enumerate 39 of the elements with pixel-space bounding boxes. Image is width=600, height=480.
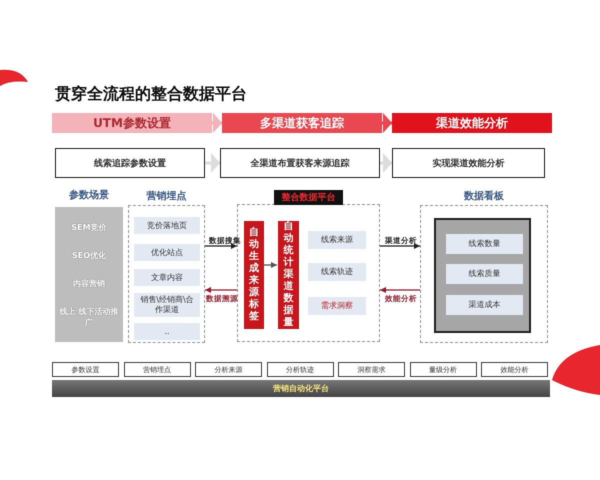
item-box: .. <box>134 323 200 340</box>
arrow <box>380 243 420 249</box>
item-box: 竞价落地页 <box>134 217 200 234</box>
dashboard-panel <box>434 218 531 333</box>
arrow <box>382 113 392 133</box>
step-box: 线索追踪参数设置 <box>55 148 205 178</box>
step-box: 全渠道布置获客来源追踪 <box>220 148 380 178</box>
group-heading: 营销埋点 <box>146 190 188 203</box>
scenario-text: SEO优化 <box>72 250 106 260</box>
arrow <box>380 287 420 293</box>
stage-band: 渠道效能分析 <box>392 113 552 133</box>
stage-band: 多渠道获客追踪 <box>222 113 382 133</box>
group-heading: 整合数据平台 <box>274 190 343 205</box>
item-box: 渠道成本 <box>446 295 523 315</box>
item-box: 线索质量 <box>446 264 523 284</box>
scenario-text: 线上 线下活动推广 <box>58 306 120 328</box>
item-box: 线索数量 <box>446 234 523 254</box>
item-box: 需求洞察 <box>308 297 366 315</box>
arrow <box>212 113 222 133</box>
arrow <box>380 153 392 173</box>
platform-bar: 营销自动化平台 <box>52 380 550 397</box>
panel-heading: 参数场景 <box>68 188 110 202</box>
scenario-text: 内容营销 <box>73 278 105 288</box>
arrow <box>205 243 237 249</box>
item-box: 线索轨迹 <box>308 263 366 281</box>
step-box: 实现渠道效能分析 <box>392 148 545 178</box>
process-bar: 自动生成来源标签 <box>244 221 264 329</box>
scenario-text: SEM竞价 <box>71 222 107 232</box>
item-box: 文章内容 <box>134 269 200 286</box>
arrow <box>263 262 277 268</box>
arrow <box>205 287 237 293</box>
title: 贯穿全流程的整合数据平台 <box>55 84 247 105</box>
item-box: 线索来源 <box>308 231 366 249</box>
process-bar: 自动统计渠道数据量 <box>278 221 299 329</box>
stage-band: UTM参数设置 <box>52 113 212 133</box>
item-box: 优化站点 <box>134 244 200 261</box>
group-heading: 数据看板 <box>462 190 505 203</box>
item-box: 销售\经销商\合作渠道 <box>134 293 200 317</box>
arrow <box>205 153 220 173</box>
